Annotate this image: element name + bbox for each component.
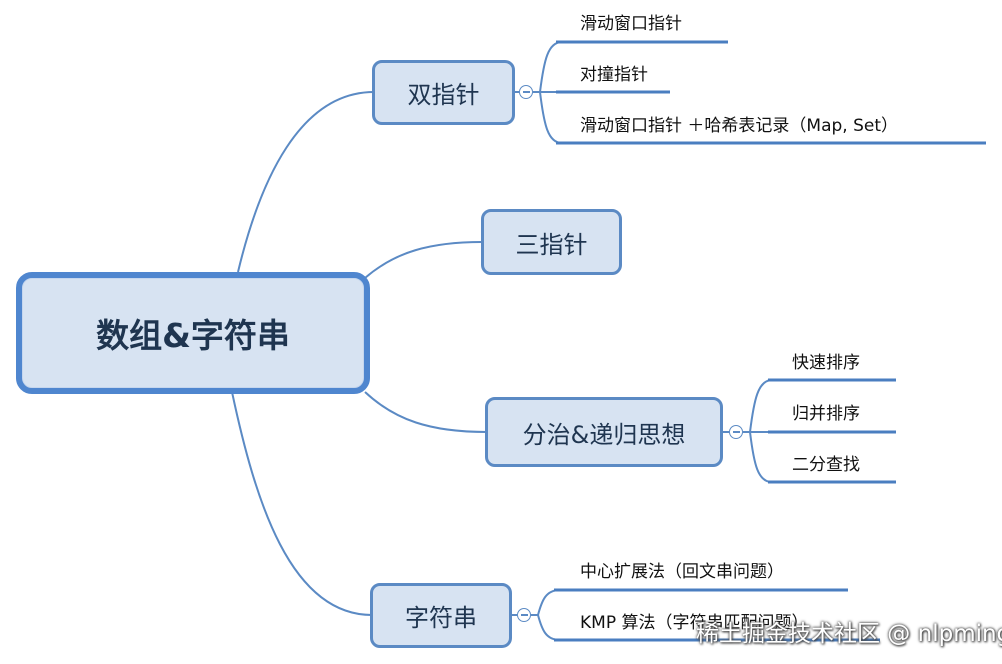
collapse-toggle-strings[interactable]: [517, 608, 531, 622]
branch-divide-recursion[interactable]: 分治&递归思想: [485, 397, 723, 467]
connector-root-divide: [364, 391, 488, 433]
branch-three-pointers[interactable]: 三指针: [481, 209, 622, 275]
leaf-sliding-window[interactable]: 滑动窗口指针: [580, 14, 682, 34]
branch-strings[interactable]: 字符串: [370, 583, 512, 648]
connector-leaf-6: [749, 431, 773, 483]
branch-two-pointers[interactable]: 双指针: [372, 60, 515, 125]
leaf-sliding-window-hash[interactable]: 滑动窗口指针 ＋哈希表记录（Map, Set）: [580, 116, 899, 136]
leaf-merge-sort[interactable]: 归并排序: [792, 404, 860, 424]
root-node-label: 数组&字符串: [96, 316, 290, 355]
root-node[interactable]: 数组&字符串: [16, 272, 370, 394]
connector-root-threepointers: [364, 241, 483, 279]
connector-root-strings: [231, 391, 373, 616]
watermark-text: 稀土掘金技术社区 @ nlpming: [696, 621, 1002, 647]
leaf-collision-pointers[interactable]: 对撞指针: [580, 65, 648, 85]
connector-root-twopointers: [237, 91, 375, 273]
connector-leaf-3: [539, 91, 563, 144]
branch-divide-recursion-label: 分治&递归思想: [522, 420, 686, 449]
connector-leaf-8: [537, 614, 561, 641]
leaf-quick-sort[interactable]: 快速排序: [792, 353, 860, 373]
branch-two-pointers-label: 双指针: [407, 81, 480, 109]
collapse-toggle-two-pointers[interactable]: [519, 85, 533, 99]
leaf-binary-search[interactable]: 二分查找: [792, 455, 860, 475]
collapse-toggle-divide[interactable]: [729, 425, 743, 439]
leaf-kmp[interactable]: KMP 算法（字符串匹配问题）: [580, 613, 809, 633]
connector-leaf-7: [537, 589, 561, 616]
connector-leaf-1: [539, 41, 563, 93]
branch-three-pointers-label: 三指针: [515, 230, 588, 259]
connector-leaf-4: [749, 379, 773, 433]
leaf-center-expansion[interactable]: 中心扩展法（回文串问题）: [580, 562, 784, 582]
branch-strings-label: 字符串: [405, 604, 477, 632]
